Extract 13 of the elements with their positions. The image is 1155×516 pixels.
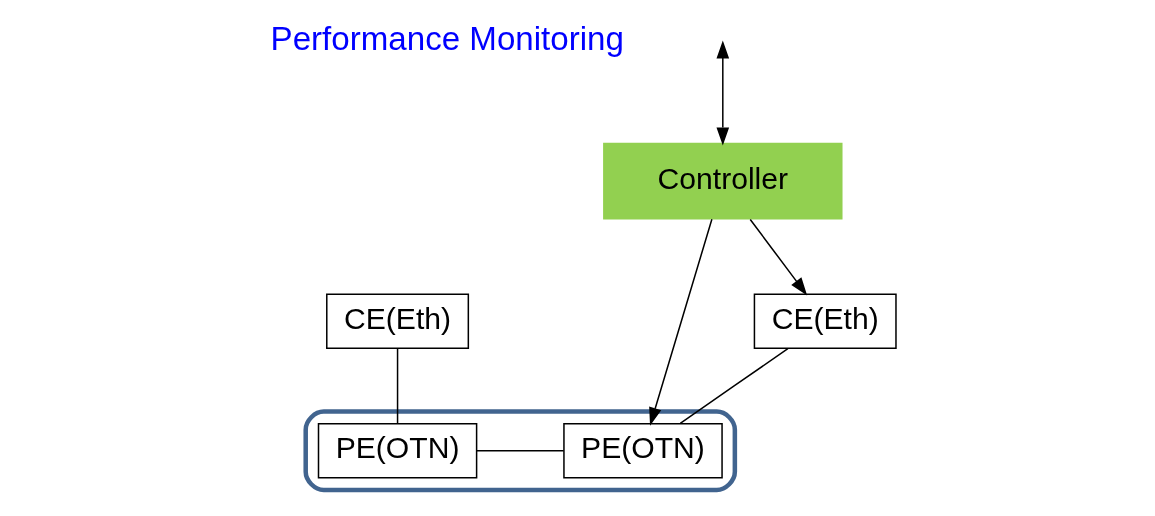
node-box: CE(Eth) <box>753 293 897 350</box>
node-box: CE(Eth) <box>326 293 470 350</box>
cluster <box>303 409 738 493</box>
node-box: PE(OTN) <box>563 422 723 479</box>
node-box: PE(OTN) <box>317 422 478 479</box>
arrow <box>716 40 730 146</box>
label: Performance Monitoring <box>270 19 624 57</box>
arrow <box>649 218 713 426</box>
node-box: Controller <box>603 142 843 220</box>
arrow <box>749 218 808 296</box>
connector <box>679 347 789 425</box>
connector <box>396 348 399 425</box>
connector <box>475 450 565 452</box>
